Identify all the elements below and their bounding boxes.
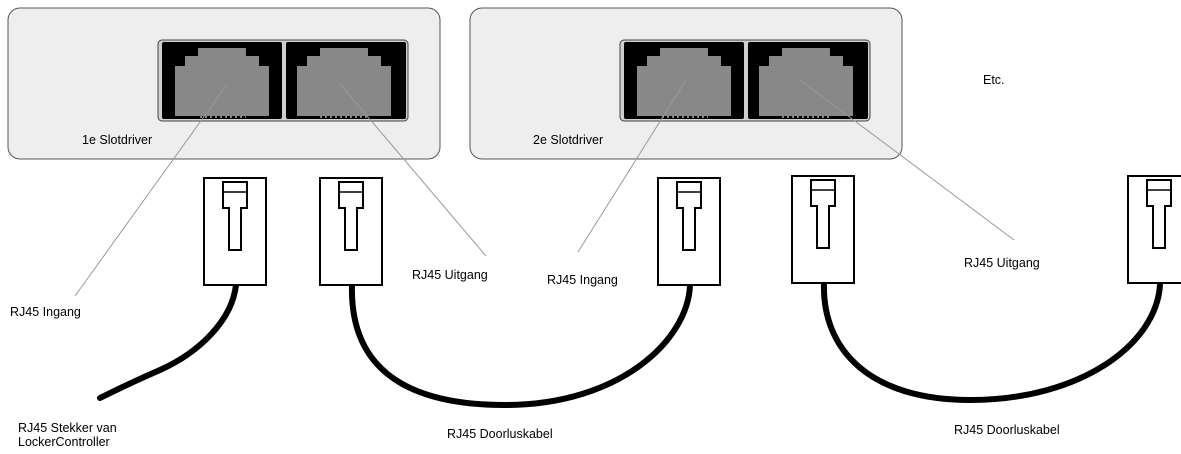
slotdriver-1-label: 1e Slotdriver	[82, 133, 153, 147]
plug-loop-1-start-latch	[338, 181, 364, 251]
plug-loop-2-end	[1127, 175, 1181, 284]
slotdriver-2-output-port	[748, 42, 868, 119]
output-1-label: RJ45 Uitgang	[412, 268, 488, 282]
plug-loop-2-end-latch	[1146, 179, 1172, 249]
slotdriver-2	[469, 7, 903, 160]
controller-plug-label-line2: LockerController	[18, 435, 110, 449]
output-2-label: RJ45 Uitgang	[964, 256, 1040, 270]
plug-controller	[203, 177, 267, 286]
slotdriver-1	[7, 7, 441, 160]
plug-controller-latch	[222, 181, 248, 251]
slotdriver-2-input-port	[624, 42, 744, 119]
plug-loop-1-start-body	[319, 177, 383, 286]
etc-label: Etc.	[983, 73, 1005, 87]
loop-cable-2-label: RJ45 Doorluskabel	[954, 423, 1060, 437]
loop-cable-1-label: RJ45 Doorluskabel	[447, 427, 553, 441]
loop-cable-1	[348, 282, 693, 409]
slotdriver-1-output-port	[286, 42, 406, 119]
plug-loop-1-end	[657, 177, 721, 286]
plug-loop-2-start-body	[791, 175, 855, 284]
controller-plug-label: RJ45 Stekker van LockerController	[18, 421, 117, 449]
controller-plug-label-line1: RJ45 Stekker van	[18, 421, 117, 435]
plug-loop-1-end-body	[657, 177, 721, 286]
leader-lines	[74, 79, 1015, 297]
plug-controller-body	[203, 177, 267, 286]
controller-cable	[97, 282, 239, 401]
input-1-label: RJ45 Ingang	[10, 305, 81, 319]
plug-loop-1-start	[319, 177, 383, 286]
input-2-label: RJ45 Ingang	[547, 273, 618, 287]
plug-loop-2-end-body	[1127, 175, 1181, 284]
slotdriver-2-label: 2e Slotdriver	[533, 133, 604, 147]
plug-loop-2-start-latch	[810, 179, 836, 249]
leader-input-1	[74, 85, 227, 297]
slotdriver-1-input-port	[162, 42, 282, 119]
cables	[97, 280, 1163, 409]
leader-input-2	[577, 79, 687, 253]
plug-loop-1-end-latch	[676, 181, 702, 251]
loop-cable-2	[820, 280, 1163, 404]
leader-output-1	[339, 83, 487, 257]
leader-output-2	[799, 79, 1015, 241]
plug-loop-2-start	[791, 175, 855, 284]
